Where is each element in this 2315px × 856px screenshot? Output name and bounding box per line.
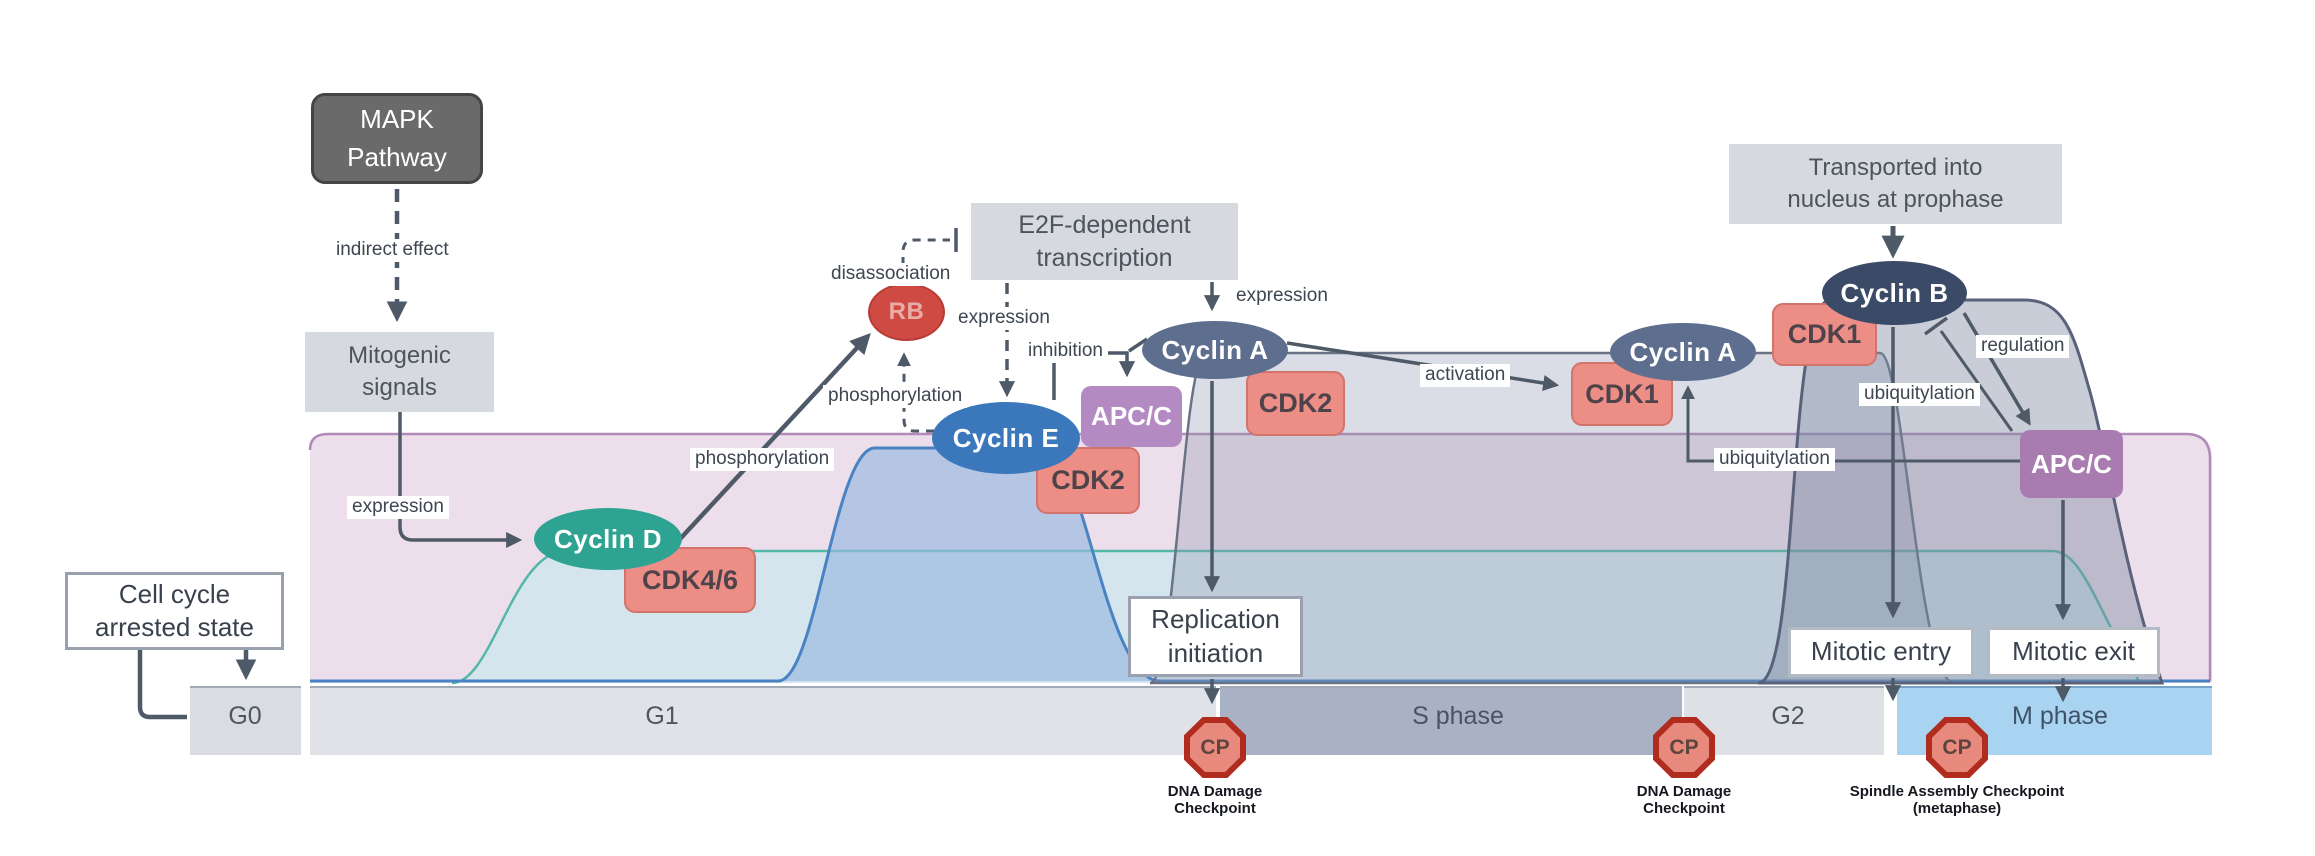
edge-cyclinb-apc [1962, 312, 2031, 426]
phase-label-s: S phase [1412, 702, 1504, 730]
cell-cycle-arrested-box: Cell cycle arrested state [65, 572, 284, 650]
checkpoint-caption-line1: Spindle Assembly Checkpoint [1849, 783, 2065, 800]
checkpoint-caption-line2: Checkpoint [1643, 799, 1725, 817]
replication-line1: Replication [1151, 604, 1280, 635]
backdrop-pink-border [308, 432, 2212, 681]
disassociation-label: disassociation [826, 263, 956, 286]
cdk2-node-a: CDK2 [1246, 371, 1345, 436]
checkpoint-caption-line2: Checkpoint [1174, 799, 1256, 817]
mitogenic-line1: Mitogenic [348, 342, 451, 370]
cdk46-node: CDK4/6 [624, 547, 756, 613]
mitotic-exit-box: Mitotic exit [1987, 627, 2160, 677]
checkpoint-badge-text: CP [1190, 723, 1240, 772]
phase-label-g0: G0 [228, 702, 262, 730]
cdk1-node-b: CDK1 [1772, 303, 1877, 366]
checkpoint-badge-sg2: CP [1653, 717, 1715, 778]
arrested-line1: Cell cycle [118, 578, 231, 609]
apc-node-m: APC/C [2020, 430, 2123, 498]
ubiquitylation-label-b: ubiquitylation [1859, 383, 1980, 406]
cyclin-a-node-g2: Cyclin A [1610, 323, 1756, 381]
edge-apc-cyclina-ubiq [1681, 385, 2020, 463]
activation-label: activation [1420, 364, 1511, 387]
mapk-line1: MAPK [360, 103, 434, 134]
checkpoint-badge-spindle: CP [1926, 717, 1988, 778]
edge-apc-cyclinb [1939, 330, 2014, 432]
expression-label-a: expression [1231, 285, 1333, 308]
regulation-label: regulation [1976, 335, 2070, 358]
mitotic-entry-label: Mitotic entry [1810, 636, 1952, 667]
phase-band-g2 [1684, 686, 1884, 755]
expression-label-d: expression [347, 496, 449, 519]
edge-rb-e2f [901, 238, 950, 280]
mitogenic-line2: signals [362, 374, 437, 401]
edge-cdk46-rb [678, 332, 871, 541]
checkpoint-badge-text: CP [1932, 723, 1982, 772]
apc-node-s: APC/C [1081, 386, 1182, 447]
edge-apc-cyclinb-tbar [1923, 316, 1949, 336]
replication-initiation-box: Replication initiation [1128, 596, 1303, 677]
phosphorylation-label-1: phosphorylation [690, 448, 835, 471]
replication-line2: initiation [1167, 637, 1264, 668]
indirect-effect-label: indirect effect [331, 239, 454, 262]
phosphorylation-label-2: phosphorylation [823, 385, 968, 408]
cyclin-a-node-s: Cyclin A [1142, 321, 1288, 379]
phase-band-s [1220, 686, 1682, 755]
e2f-line1: E2F-dependent [1018, 210, 1191, 239]
e2f-transcription-box: E2F-dependent transcription [971, 203, 1238, 280]
transported-line1: Transported into [1808, 154, 1983, 182]
checkpoint-caption-line1: DNA Damage [1167, 783, 1263, 800]
mitotic-entry-box: Mitotic entry [1788, 627, 1974, 677]
rb-node: RB [868, 283, 945, 341]
edge-g0-arrested [137, 650, 187, 720]
transported-line2: nucleus at prophase [1787, 186, 2004, 213]
expression-label-e: expression [953, 307, 1055, 330]
phase-label-g1: G1 [645, 702, 679, 730]
checkpoint-caption-spindle: Spindle Assembly Checkpoint (metaphase) [1827, 783, 2087, 817]
cyclin-e-node: Cyclin E [932, 402, 1080, 474]
checkpoint-caption-line2: (metaphase) [1912, 799, 2002, 817]
inhibition-label: inhibition [1023, 340, 1108, 363]
mapk-pathway-box: MAPK Pathway [311, 93, 483, 184]
mitogenic-signals-box: Mitogenic signals [305, 332, 494, 412]
e2f-line2: transcription [1036, 243, 1173, 272]
cyclin-b-node: Cyclin B [1822, 261, 1967, 325]
checkpoint-caption-g1s: DNA Damage Checkpoint [1085, 783, 1345, 817]
phase-label-m: M phase [2012, 702, 2108, 730]
ubiquitylation-label-a: ubiquitylation [1714, 448, 1835, 471]
checkpoint-caption-sg2: DNA Damage Checkpoint [1554, 783, 1814, 817]
phase-band-g0 [190, 686, 301, 755]
phase-band-g1 [310, 686, 1216, 755]
checkpoint-badge-g1s: CP [1184, 717, 1246, 778]
transported-nucleus-box: Transported into nucleus at prophase [1729, 144, 2062, 224]
cyclin-d-node: Cyclin D [534, 508, 682, 570]
checkpoint-badge-text: CP [1659, 723, 1709, 772]
mitotic-exit-label: Mitotic exit [2012, 636, 2135, 667]
phase-label-g2: G2 [1771, 702, 1805, 730]
edge-mitogenic-cyclind [398, 412, 523, 549]
mapk-line2: Pathway [347, 141, 447, 172]
arrested-line2: arrested state [95, 612, 254, 642]
edge-cycline-rb [897, 352, 934, 433]
checkpoint-caption-line1: DNA Damage [1636, 783, 1732, 800]
